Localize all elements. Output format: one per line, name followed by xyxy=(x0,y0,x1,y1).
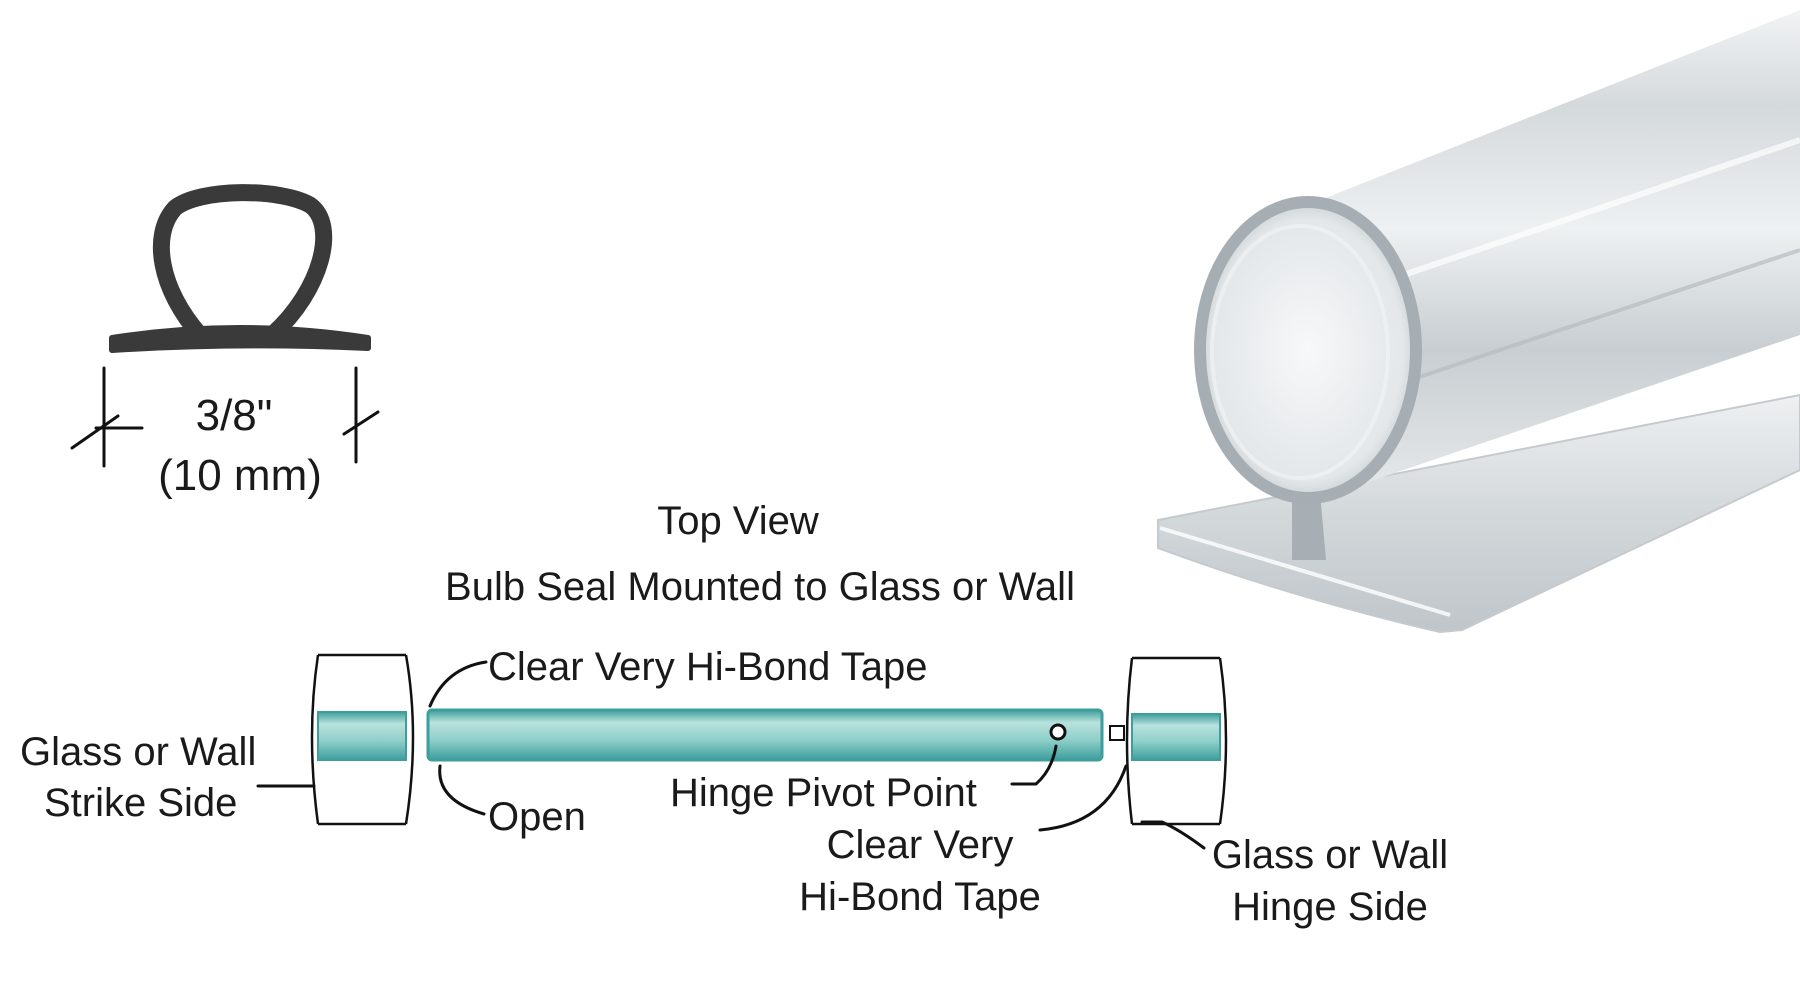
render-tube-highlight xyxy=(1329,137,1800,303)
hinge-side-label-line2: Hinge Side xyxy=(1232,885,1428,929)
top-view-title: Top View xyxy=(657,499,819,543)
leader-hinge-side xyxy=(1140,820,1206,850)
seal-product-render xyxy=(1157,10,1800,634)
hinge-pivot-icon xyxy=(1049,723,1067,741)
open-label: Open xyxy=(488,795,586,839)
door-glass-panel xyxy=(426,708,1104,762)
dimension-right-arrow xyxy=(342,410,380,436)
tape-bottom-label-line2: Hi-Bond Tape xyxy=(799,875,1041,919)
leader-open xyxy=(438,764,486,816)
hinge-pivot-label: Hinge Pivot Point xyxy=(670,771,977,815)
strike-frame-left-edge xyxy=(310,654,320,825)
dimension-metric-label: (10 mm) xyxy=(158,451,322,500)
width-dimension: 3/8" (10 mm) xyxy=(70,366,380,500)
top-view-schematic xyxy=(310,653,1228,826)
hinge-seal-marker xyxy=(1109,725,1125,741)
hinge-side-label-line1: Glass or Wall xyxy=(1212,833,1448,877)
strike-side-label-line1: Glass or Wall xyxy=(20,730,256,774)
dimension-left-arrow xyxy=(70,414,120,450)
render-tube-inner-rim xyxy=(1210,224,1390,480)
render-tube-shadow-line xyxy=(1349,248,1800,402)
leader-tape-bottom xyxy=(1038,764,1128,832)
render-flange xyxy=(1157,393,1800,634)
dimension-width-label: 3/8" xyxy=(196,391,273,440)
tape-bottom-label-line1: Clear Very xyxy=(827,823,1014,867)
leader-lines xyxy=(256,660,1206,850)
profile-base xyxy=(109,325,371,353)
leader-pivot xyxy=(1010,744,1058,786)
strike-frame-right-edge xyxy=(404,654,415,825)
top-view-subtitle: Bulb Seal Mounted to Glass or Wall xyxy=(445,565,1075,609)
render-flange-edge xyxy=(1159,526,1451,617)
profile-bulb xyxy=(152,184,333,344)
tape-top-label: Clear Very Hi-Bond Tape xyxy=(488,645,928,689)
strike-side-label-line2: Strike Side xyxy=(44,781,237,825)
hinge-frame-left-edge xyxy=(1125,657,1134,825)
hinge-side-glass xyxy=(1131,713,1221,761)
strike-side-glass xyxy=(317,711,407,761)
leader-tape-top xyxy=(428,660,488,708)
render-tube-opening xyxy=(1194,196,1422,504)
hinge-frame-right-edge xyxy=(1218,657,1228,825)
seal-profile-cross-section xyxy=(109,184,371,353)
